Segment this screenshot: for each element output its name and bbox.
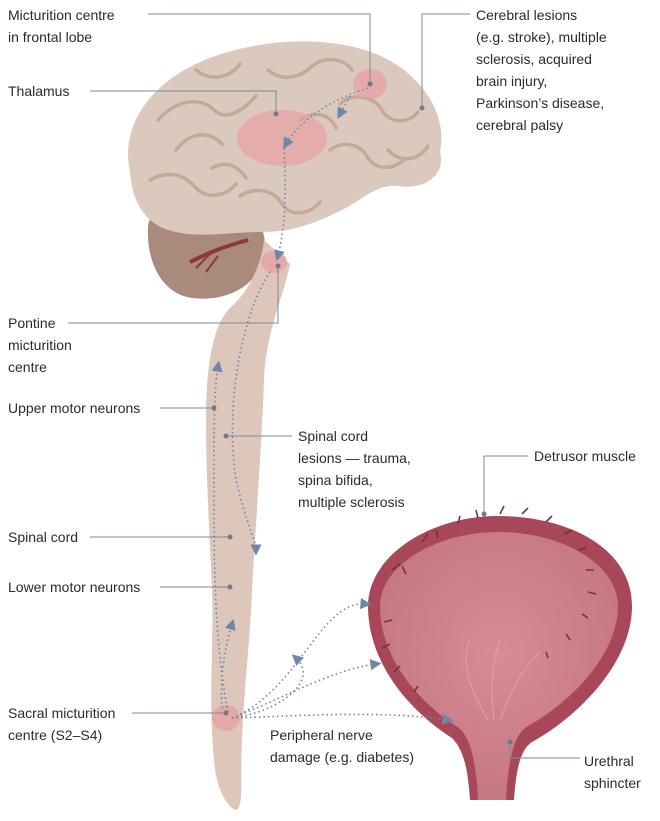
- label-cerebral-lesions-line-3: sclerosis, acquired: [476, 51, 592, 67]
- pathway-to-bladder-top: [231, 597, 372, 719]
- label-cerebral-lesions-line-6: cerebral palsy: [476, 117, 564, 133]
- label-spinal-lesions: Spinal cord lesions — trauma, spina bifi…: [298, 425, 411, 513]
- leader-detrusor: [483, 455, 528, 514]
- cerebellum-fold: [189, 238, 249, 264]
- pathway-brainstem-right: [337, 95, 351, 119]
- label-cerebral-lesions: Cerebral lesions (e.g. stroke), multiple…: [476, 4, 607, 136]
- label-pontine-line-1: Pontine: [8, 315, 56, 331]
- leader-micturition-frontal: [148, 13, 371, 84]
- label-pontine-line-2: micturition: [8, 337, 72, 353]
- leader-dots: [211, 81, 513, 745]
- cerebellum-fold-2: [195, 251, 219, 273]
- label-micturition-frontal-line-2: in frontal lobe: [8, 29, 93, 45]
- pontine-highlight: [261, 251, 287, 273]
- label-urethral-line-2: sphincter: [584, 775, 641, 791]
- thalamus-highlight: [237, 110, 327, 166]
- label-sacral: Sacral micturition centre (S2–S4): [8, 702, 115, 746]
- label-lower-motor-line-1: Lower motor neurons: [8, 579, 141, 595]
- label-peripheral-line-1: Peripheral nerve: [270, 727, 373, 743]
- leader-cerebral-lesions: [421, 13, 470, 108]
- label-detrusor: Detrusor muscle: [534, 445, 636, 467]
- pathway-cortex-thalamus: [283, 87, 369, 149]
- sacral-highlight: [212, 705, 240, 731]
- label-detrusor-line-1: Detrusor muscle: [534, 448, 636, 464]
- label-cerebral-lesions-line-5: Parkinson’s disease,: [476, 95, 605, 111]
- pathway-to-sphincter: [231, 713, 454, 725]
- leader-lines: [68, 13, 580, 759]
- leader-thalamus: [90, 90, 277, 114]
- label-urethral-line-1: Urethral: [584, 753, 634, 769]
- pathway-to-bladder-side: [231, 659, 382, 719]
- label-peripheral-line-2: damage (e.g. diabetes): [270, 749, 414, 765]
- label-upper-motor-line-1: Upper motor neurons: [8, 400, 141, 416]
- label-pontine: Pontine micturition centre: [8, 312, 72, 378]
- label-thalamus-line-1: Thalamus: [8, 83, 70, 99]
- label-spinal-lesions-line-2: lesions — trauma,: [298, 450, 411, 466]
- label-spinal-cord: Spinal cord: [8, 526, 78, 548]
- label-lower-motor: Lower motor neurons: [8, 576, 140, 598]
- neural-pathways: [211, 87, 454, 725]
- label-cerebral-lesions-line-4: brain injury,: [476, 73, 548, 89]
- label-spinal-cord-line-1: Spinal cord: [8, 529, 79, 545]
- label-peripheral: Peripheral nerve damage (e.g. diabetes): [270, 724, 414, 768]
- label-upper-motor: Upper motor neurons: [8, 397, 140, 419]
- label-spinal-lesions-line-4: multiple sclerosis: [298, 494, 405, 510]
- label-pontine-line-3: centre: [8, 359, 47, 375]
- label-spinal-lesions-line-1: Spinal cord: [298, 428, 369, 444]
- leader-urethral: [509, 742, 580, 759]
- label-micturition-frontal-line-1: Micturition centre: [8, 7, 115, 23]
- label-cerebral-lesions-line-2: (e.g. stroke), multiple: [476, 29, 607, 45]
- pathway-descending: [231, 271, 271, 556]
- bladder-striations: [465, 639, 541, 721]
- label-sacral-line-1: Sacral micturition: [8, 705, 116, 721]
- label-cerebral-lesions-line-1: Cerebral lesions: [476, 7, 578, 23]
- label-micturition-frontal: Micturition centre in frontal lobe: [8, 4, 115, 48]
- spinal-cord: [206, 240, 290, 810]
- label-spinal-lesions-line-3: spina bifida,: [298, 472, 373, 488]
- label-thalamus: Thalamus: [8, 80, 69, 102]
- detrusor-texture: [381, 505, 597, 693]
- leader-pontine: [68, 266, 279, 324]
- label-sacral-line-2: centre (S2–S4): [8, 727, 103, 743]
- pathway-sacral-lower: [220, 618, 236, 709]
- bladder-lumen: [380, 532, 618, 800]
- label-urethral: Urethral sphincter: [584, 750, 641, 794]
